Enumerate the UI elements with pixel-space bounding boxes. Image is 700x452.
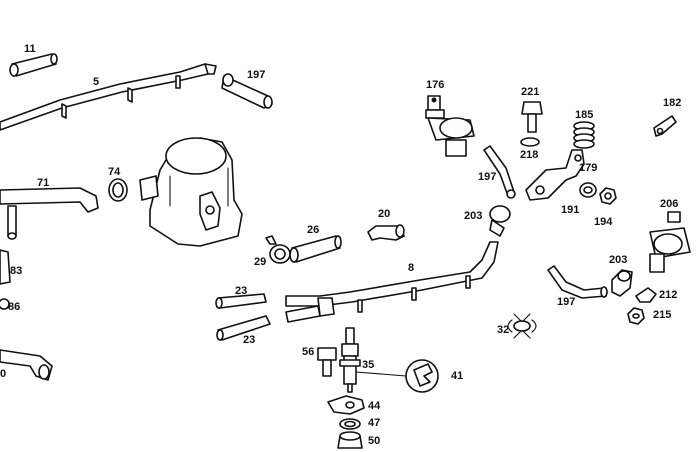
callout-35: 35	[362, 359, 375, 371]
callout-26: 26	[307, 224, 320, 236]
callout-212: 212	[659, 289, 678, 301]
callout-5: 5	[93, 76, 100, 88]
callout-218: 218	[520, 149, 539, 161]
clip-part-212	[635, 287, 657, 303]
callout-197-mid: 197	[478, 171, 497, 183]
bracket-part-182	[653, 115, 677, 137]
throttle-housing	[139, 137, 243, 247]
callout-83: 83	[10, 265, 23, 277]
injector-part-35	[339, 327, 407, 393]
hose-part-197-lower	[547, 265, 608, 299]
callout-71: 71	[37, 177, 50, 189]
callout-197-upper: 197	[247, 69, 266, 81]
regulator-part-176	[425, 95, 475, 157]
bolt-part-56	[317, 347, 337, 377]
fuel-rail-part-5	[0, 63, 217, 131]
callout-23-upper: 23	[235, 285, 248, 297]
hose-part-23-lower	[216, 315, 271, 341]
left-edge-parts	[0, 249, 53, 381]
nut-part-194	[599, 187, 617, 205]
clip-part-32	[507, 313, 537, 339]
seal-part-50	[337, 431, 363, 449]
callout-179: 179	[579, 162, 598, 174]
hose-part-20	[367, 224, 405, 241]
callout-11: 11	[24, 43, 36, 55]
callout-32: 32	[497, 324, 510, 336]
callout-23-lower: 23	[243, 334, 256, 346]
callout-20: 20	[378, 208, 391, 220]
callout-44: 44	[368, 400, 381, 412]
connector-part-203-right	[611, 269, 633, 297]
callout-197-lower: 197	[557, 296, 576, 308]
hose-part-23-upper	[215, 293, 267, 309]
hose-part-197-mid	[483, 145, 516, 199]
clamp-part-74	[108, 178, 128, 202]
pipe-part-71	[0, 187, 99, 240]
callout-221: 221	[521, 86, 540, 98]
nut-part-215	[627, 307, 645, 325]
callout-206: 206	[660, 198, 679, 210]
callout-215: 215	[653, 309, 672, 321]
washers-part-185	[573, 121, 595, 149]
callout-182: 182	[663, 97, 682, 109]
callout-74: 74	[108, 166, 121, 178]
callout-86: 86	[8, 301, 21, 313]
hose-part-11	[9, 53, 58, 77]
callout-47: 47	[368, 417, 381, 429]
callout-56: 56	[302, 346, 315, 358]
clamp-part-29	[265, 235, 291, 264]
bracket-part-179	[525, 149, 585, 201]
callout-203-mid: 203	[464, 210, 483, 222]
connector-part-203-mid	[489, 205, 511, 237]
grommet-part-191	[579, 182, 597, 198]
callout-50: 50	[368, 435, 381, 447]
hose-part-197-upper	[221, 73, 273, 109]
fuel-rail-part-8	[285, 241, 499, 323]
bolt-part-221	[521, 101, 543, 133]
callout-176: 176	[426, 79, 445, 91]
callout-191: 191	[561, 204, 580, 216]
wrench-tool-part-41	[405, 359, 439, 393]
callout-185: 185	[575, 109, 594, 121]
cap-part-218	[520, 137, 540, 147]
ring-part-47	[339, 418, 361, 430]
hose-part-26	[289, 235, 342, 263]
callout-29: 29	[254, 256, 267, 268]
clamp-plate-part-44	[327, 395, 365, 415]
callout-194: 194	[594, 216, 613, 228]
callout-203-right: 203	[609, 254, 628, 266]
callout-41: 41	[451, 370, 464, 382]
regulator-part-206	[649, 211, 691, 273]
callout-8: 8	[408, 262, 415, 274]
callout-0: 0	[0, 368, 7, 380]
